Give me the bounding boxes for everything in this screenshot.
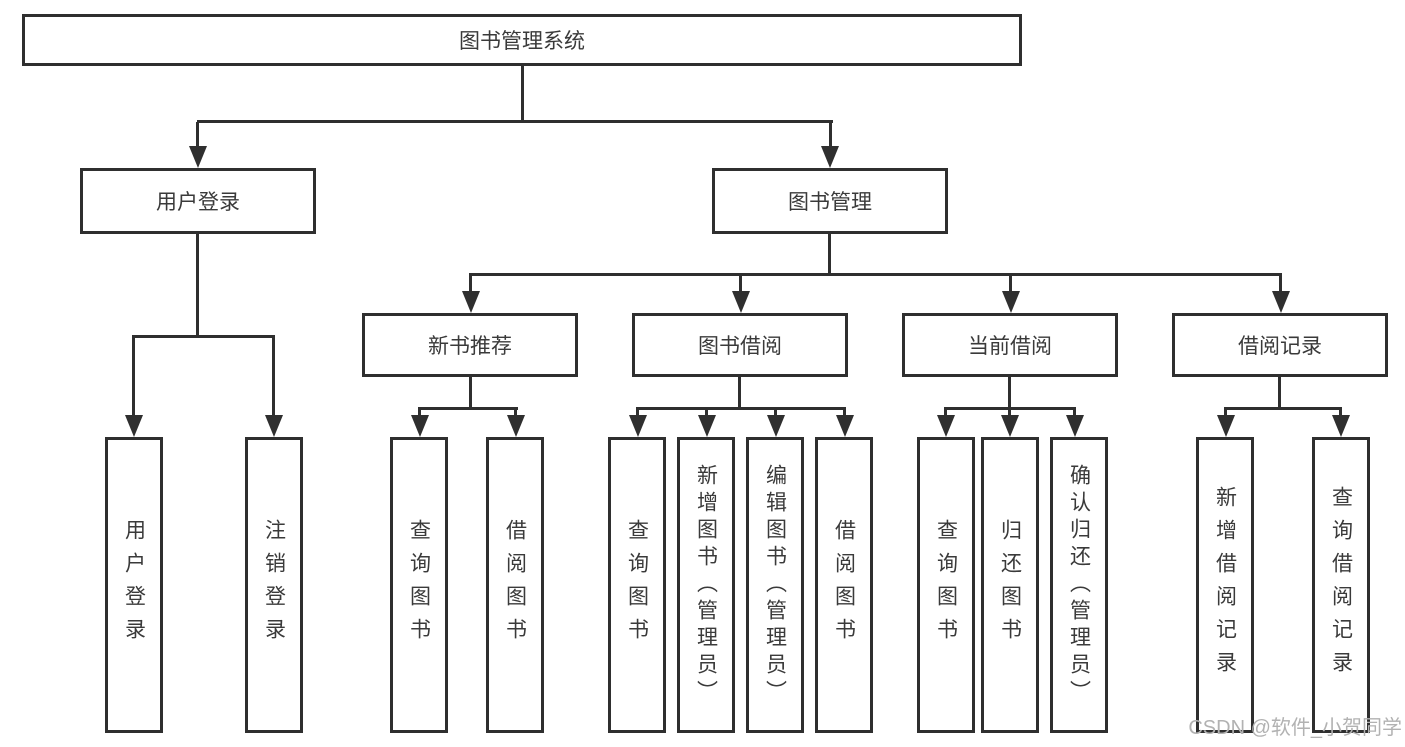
node-label: 用户登录: [156, 191, 240, 214]
leaf-label: 借阅图书: [503, 519, 527, 651]
node-book-borrow: 图书借阅: [632, 313, 848, 377]
connector-mgmt-stem: [828, 234, 831, 275]
connector-drop-book-mgmt: [829, 122, 832, 148]
leaf-add-borrow-record: 新增借阅记录: [1196, 437, 1254, 733]
connector-login-stem: [196, 234, 199, 337]
leaf-label: 归还图书: [998, 519, 1022, 651]
connector-drop: [1008, 409, 1011, 417]
arrow-leaf: [1217, 415, 1235, 437]
leaf-borrow-books-recommend: 借阅图书: [486, 437, 544, 733]
node-label: 借阅记录: [1238, 335, 1322, 358]
arrow-leaf: [1066, 415, 1084, 437]
node-borrow-records: 借阅记录: [1172, 313, 1388, 377]
arrow-leaf: [937, 415, 955, 437]
connector-drop-leaf-login: [132, 337, 135, 415]
leaf-label: 注销登录: [262, 519, 286, 651]
arrow-leaf-logout: [265, 415, 283, 437]
leaf-label: 借阅图书: [832, 519, 856, 651]
connector-records-stem: [1278, 377, 1281, 409]
leaf-logout: 注销登录: [245, 437, 303, 733]
node-label: 图书管理系统: [459, 30, 585, 53]
connector-drop-current: [1009, 275, 1012, 293]
arrow-leaf: [698, 415, 716, 437]
connector-current-bar: [944, 407, 1076, 410]
connector-drop: [636, 409, 639, 417]
node-current-borrow: 当前借阅: [902, 313, 1118, 377]
arrow-records: [1272, 291, 1290, 313]
connector-borrow-stem: [738, 377, 741, 409]
leaf-label: 查询图书: [934, 519, 958, 651]
leaf-query-books-borrow: 查询图书: [608, 437, 666, 733]
leaf-label: 编辑图书（管理员）: [763, 463, 787, 707]
leaf-query-books-current: 查询图书: [917, 437, 975, 733]
node-label: 新书推荐: [428, 335, 512, 358]
arrow-leaf: [1001, 415, 1019, 437]
connector-drop: [705, 409, 708, 417]
node-book-management: 图书管理: [712, 168, 948, 234]
connector-drop-borrow: [739, 275, 742, 293]
connector-borrow-bar: [636, 407, 846, 410]
node-new-book-recommend: 新书推荐: [362, 313, 578, 377]
connector-records-bar: [1224, 407, 1342, 410]
arrow-book-mgmt: [821, 146, 839, 168]
leaf-edit-books-admin: 编辑图书（管理员）: [746, 437, 804, 733]
node-label: 当前借阅: [968, 335, 1052, 358]
connector-drop: [843, 409, 846, 417]
leaf-query-borrow-record: 查询借阅记录: [1312, 437, 1370, 733]
leaf-return-books: 归还图书: [981, 437, 1039, 733]
leaf-label: 用户登录: [122, 519, 146, 651]
leaf-query-books-recommend: 查询图书: [390, 437, 448, 733]
connector-drop: [944, 409, 947, 417]
csdn-watermark: CSDN @软件_小贺同学: [1188, 717, 1402, 739]
arrow-leaf: [836, 415, 854, 437]
node-library-management-system: 图书管理系统: [22, 14, 1022, 66]
node-label: 图书管理: [788, 191, 872, 214]
leaf-user-login: 用户登录: [105, 437, 163, 733]
connector-drop-user-login: [196, 122, 199, 148]
arrow-leaf: [507, 415, 525, 437]
leaf-label: 查询图书: [407, 519, 431, 651]
connector-drop-recommend: [469, 275, 472, 293]
connector-drop: [514, 409, 517, 417]
leaf-label: 确认归还（管理员）: [1067, 463, 1091, 707]
connector-current-stem: [1008, 377, 1011, 409]
connector-drop-leaf-logout: [272, 337, 275, 415]
arrow-leaf-login: [125, 415, 143, 437]
arrow-leaf: [411, 415, 429, 437]
connector-mgmt-bar: [469, 273, 1282, 276]
connector-login-bar: [132, 335, 275, 338]
leaf-add-books-admin: 新增图书（管理员）: [677, 437, 735, 733]
connector-drop: [1224, 409, 1227, 417]
connector-drop: [1339, 409, 1342, 417]
arrow-user-login: [189, 146, 207, 168]
node-label: 图书借阅: [698, 335, 782, 358]
connector-drop: [418, 409, 421, 417]
arrow-borrow: [732, 291, 750, 313]
arrow-leaf: [629, 415, 647, 437]
arrow-leaf: [767, 415, 785, 437]
connector-drop-records: [1279, 275, 1282, 293]
connector-drop: [1073, 409, 1076, 417]
arrow-recommend: [462, 291, 480, 313]
leaf-label: 新增图书（管理员）: [694, 463, 718, 707]
leaf-borrow-books: 借阅图书: [815, 437, 873, 733]
connector-root-stem: [521, 64, 524, 120]
connector-drop: [774, 409, 777, 417]
leaf-label: 新增借阅记录: [1213, 486, 1237, 684]
connector-root-bar: [197, 120, 833, 123]
leaf-label: 查询图书: [625, 519, 649, 651]
node-user-login: 用户登录: [80, 168, 316, 234]
connector-recommend-stem: [469, 377, 472, 409]
leaf-label: 查询借阅记录: [1329, 486, 1353, 684]
leaf-confirm-return-admin: 确认归还（管理员）: [1050, 437, 1108, 733]
arrow-leaf: [1332, 415, 1350, 437]
arrow-current: [1002, 291, 1020, 313]
connector-recommend-bar: [418, 407, 518, 410]
